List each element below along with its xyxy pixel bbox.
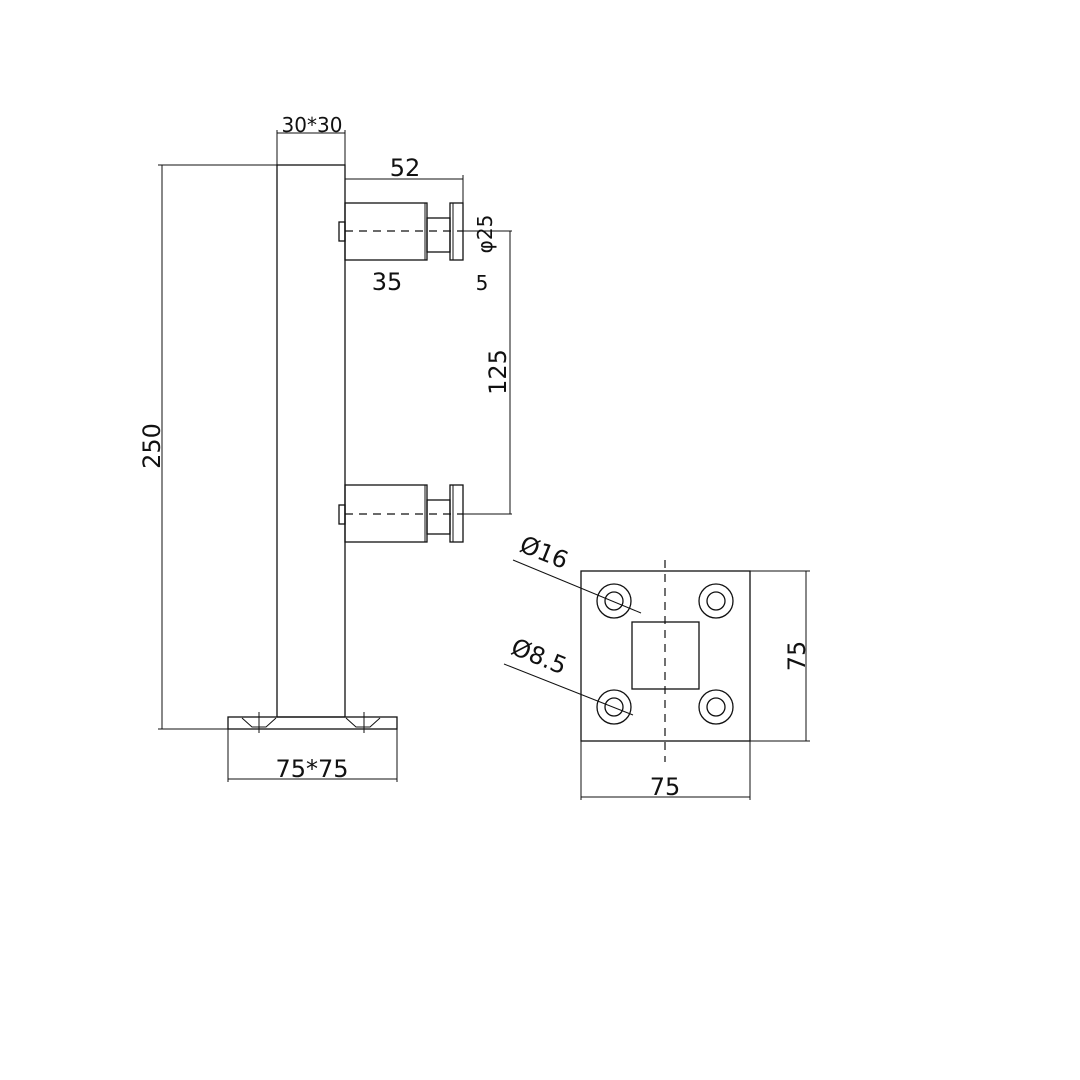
post-size-label: 30*30 [282,113,343,137]
outer-hole-label: Ø16 [516,530,572,574]
plate-view: Ø16 Ø8.5 75 75 [503,530,811,801]
standoff-upper [338,202,512,261]
height-label: 250 [138,423,166,469]
inner-hole-label: Ø8.5 [507,633,570,680]
disc-thickness-label: 5 [476,271,489,295]
standoff-lower [338,484,512,543]
post [276,164,346,718]
plate-outline [580,570,751,742]
inner-hole-leader [503,663,634,716]
standoff-length-label: 52 [390,154,421,182]
side-view: 30*30 250 52 φ25 35 5 125 [138,113,512,783]
outer-hole-leader [512,559,642,614]
spacing-label: 125 [484,349,512,395]
barrel-length-label: 35 [372,268,403,296]
base-plate-side [227,712,398,733]
disc-diameter-label: φ25 [473,215,497,254]
base-size-label: 75*75 [275,755,348,783]
mounting-holes [596,583,734,725]
plate-width-label: 75 [650,773,681,801]
plate-height-label: 75 [783,641,811,672]
